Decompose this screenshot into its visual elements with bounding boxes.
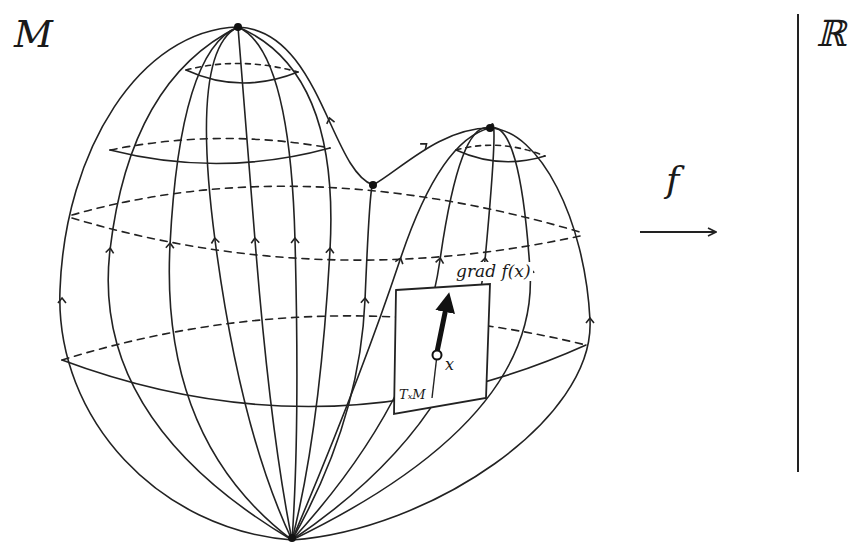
flow-line (292, 128, 530, 540)
minimum-point (288, 534, 296, 542)
flow-line (206, 27, 292, 540)
flow-line (292, 128, 490, 540)
manifold-outline (60, 27, 590, 540)
level-curve-hidden (110, 138, 330, 150)
base-point (433, 351, 442, 360)
level-curve (110, 148, 330, 164)
flow-line (292, 124, 494, 540)
flow-line (238, 27, 331, 540)
tangent-space-label: TₓM (399, 388, 426, 402)
point-label: x (445, 356, 454, 374)
saddle-point (369, 181, 377, 189)
map-name: f (666, 160, 679, 200)
level-curve-hidden (72, 218, 580, 260)
level-curve-hidden (456, 145, 545, 156)
level-curve-hidden (72, 186, 580, 232)
flow-line-on-plane (432, 355, 437, 398)
flow-line (238, 27, 297, 540)
flow-line (108, 27, 292, 540)
level-curve (456, 150, 545, 162)
flow-line (292, 128, 490, 540)
flow-line (292, 128, 590, 540)
maximum-point (234, 23, 242, 31)
flow-line (169, 27, 292, 540)
vector-label: grad f(x) (454, 262, 533, 281)
space-name: ℝ (816, 14, 846, 54)
critical-points (234, 23, 494, 542)
real-line (797, 14, 799, 472)
manifold-name: M (14, 14, 53, 56)
tangent-plane (394, 284, 490, 414)
ridge-arrow (238, 27, 373, 185)
maximum-point (486, 124, 494, 132)
gradient-vector (437, 308, 446, 352)
level-curve (62, 345, 586, 407)
map-arrow (640, 231, 716, 233)
flow-line (238, 27, 292, 540)
flow-line (62, 27, 292, 540)
